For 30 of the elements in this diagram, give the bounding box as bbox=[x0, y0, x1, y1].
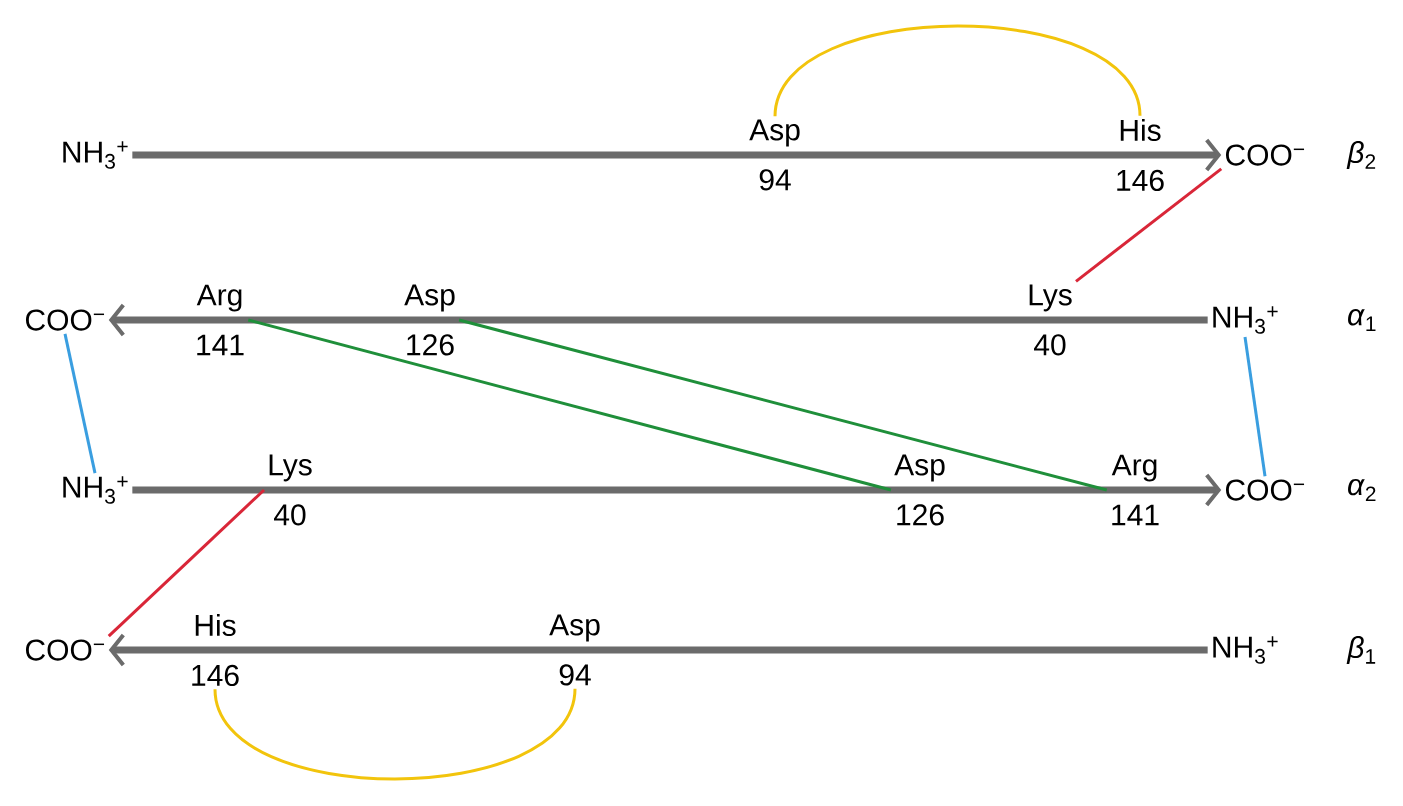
salt-bridge-line bbox=[247, 318, 892, 492]
chain-label: α$_{2}$ bbox=[1348, 478, 1376, 502]
residue-label: His 146 bbox=[192, 614, 239, 687]
chain-label: β$_{1}$ bbox=[1346, 636, 1376, 664]
salt-bridge-line bbox=[1075, 167, 1223, 283]
residue-label: Arg 141 bbox=[1111, 454, 1159, 526]
salt-bridge-line bbox=[1243, 336, 1267, 477]
salt-bridge-line bbox=[107, 488, 266, 638]
chain-end-label: NH$_{3}$+ bbox=[1213, 306, 1278, 334]
salt-bridge-line bbox=[213, 688, 577, 781]
chain-end-label: NH$_{3}$+ bbox=[63, 141, 128, 169]
residue-label: Asp 94 bbox=[749, 119, 800, 191]
residue-label: Lys 40 bbox=[1029, 284, 1072, 356]
chain-end-label: COO$^{−}$ bbox=[1226, 144, 1305, 166]
chain-label: α$_{1}$ bbox=[1348, 309, 1376, 331]
salt-bridge-line bbox=[458, 318, 1108, 492]
residue-label: His 146 bbox=[1117, 119, 1164, 191]
chain-end-label: COO$^{−}$ bbox=[1226, 479, 1305, 501]
chain-end-label: NH$_{3}$+ bbox=[1213, 636, 1278, 664]
residue-label: Lys 40 bbox=[269, 454, 312, 526]
residue-label: Asp 94 bbox=[549, 614, 600, 686]
chain-label: β$_{2}$ bbox=[1346, 141, 1376, 169]
salt-bridge-line bbox=[63, 333, 97, 474]
chain-end-label: NH$_{3}$+ bbox=[63, 476, 128, 504]
residue-label: Arg 141 bbox=[196, 284, 244, 356]
residue-label: Asp 126 bbox=[894, 454, 945, 526]
chain-end-label: COO$^{−}$ bbox=[25, 309, 105, 331]
salt-bridge-line bbox=[773, 24, 1142, 117]
residue-label: Asp 126 bbox=[404, 284, 455, 356]
chain-end-label: COO$^{−}$ bbox=[25, 639, 105, 661]
